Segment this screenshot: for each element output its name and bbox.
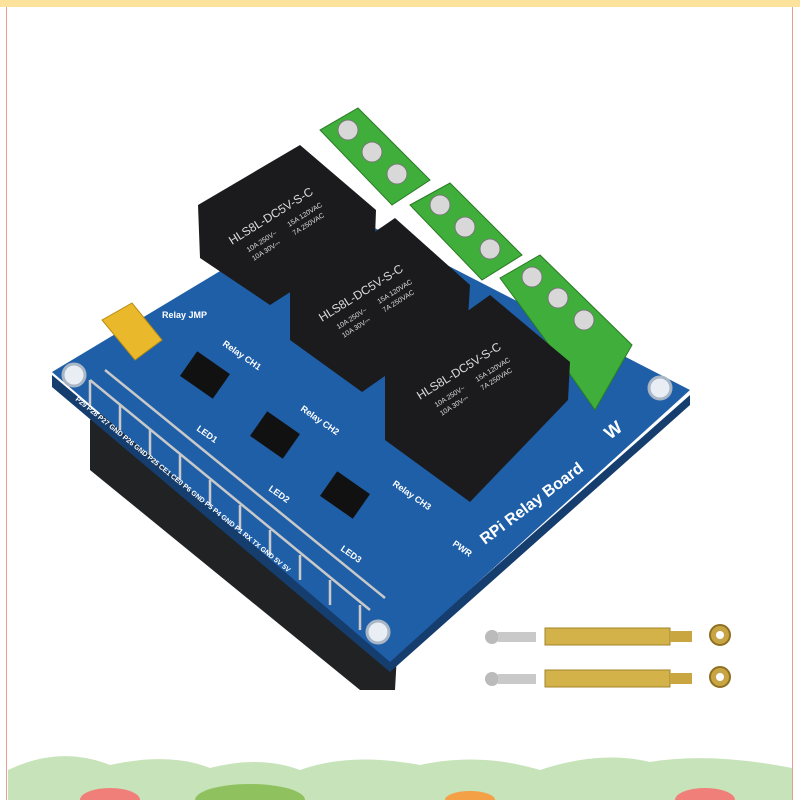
top-band [0, 0, 800, 7]
mounting-holes [61, 362, 673, 645]
terminal-blocks [319, 107, 633, 411]
jumper-label: Relay JMP [162, 310, 207, 320]
optocouplers [180, 351, 370, 519]
frame-line-left [6, 7, 7, 800]
relay-3: HLS8L-DC5V-S-C 10A 250V~ 10A 30V⎓ 15A 12… [385, 295, 570, 502]
relay-2: HLS8L-DC5V-S-C 10A 250V~ 10A 30V⎓ 15A 12… [290, 218, 470, 392]
frame-line-right [792, 7, 793, 800]
standoff-kit [485, 624, 731, 688]
relay-jumper [101, 302, 163, 361]
gpio-pins [88, 369, 386, 630]
grass-decoration [8, 756, 792, 800]
